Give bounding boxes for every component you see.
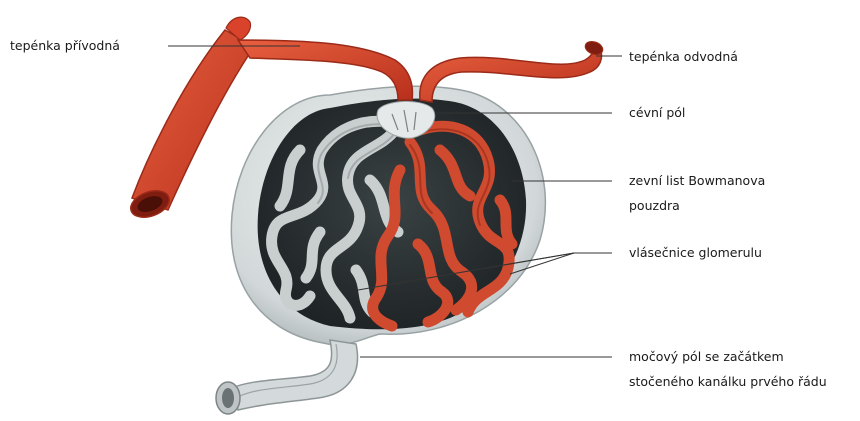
proximal-tubule: [216, 340, 357, 414]
label-glomerular-capillaries: vlásečnice glomerulu: [629, 240, 762, 265]
label-urinary-pole-line2: stočeného kanálku prvého řádu: [629, 369, 827, 394]
label-vascular-pole: cévní pól: [629, 100, 685, 125]
label-bowman-capsule-line2: pouzdra: [629, 193, 680, 218]
label-afferent-arteriole: tepénka přívodná: [10, 33, 120, 58]
label-efferent-arteriole: tepénka odvodná: [629, 44, 738, 69]
label-bowman-capsule-line1: zevní list Bowmanova: [629, 168, 765, 193]
label-urinary-pole-line1: močový pól se začátkem: [629, 344, 784, 369]
